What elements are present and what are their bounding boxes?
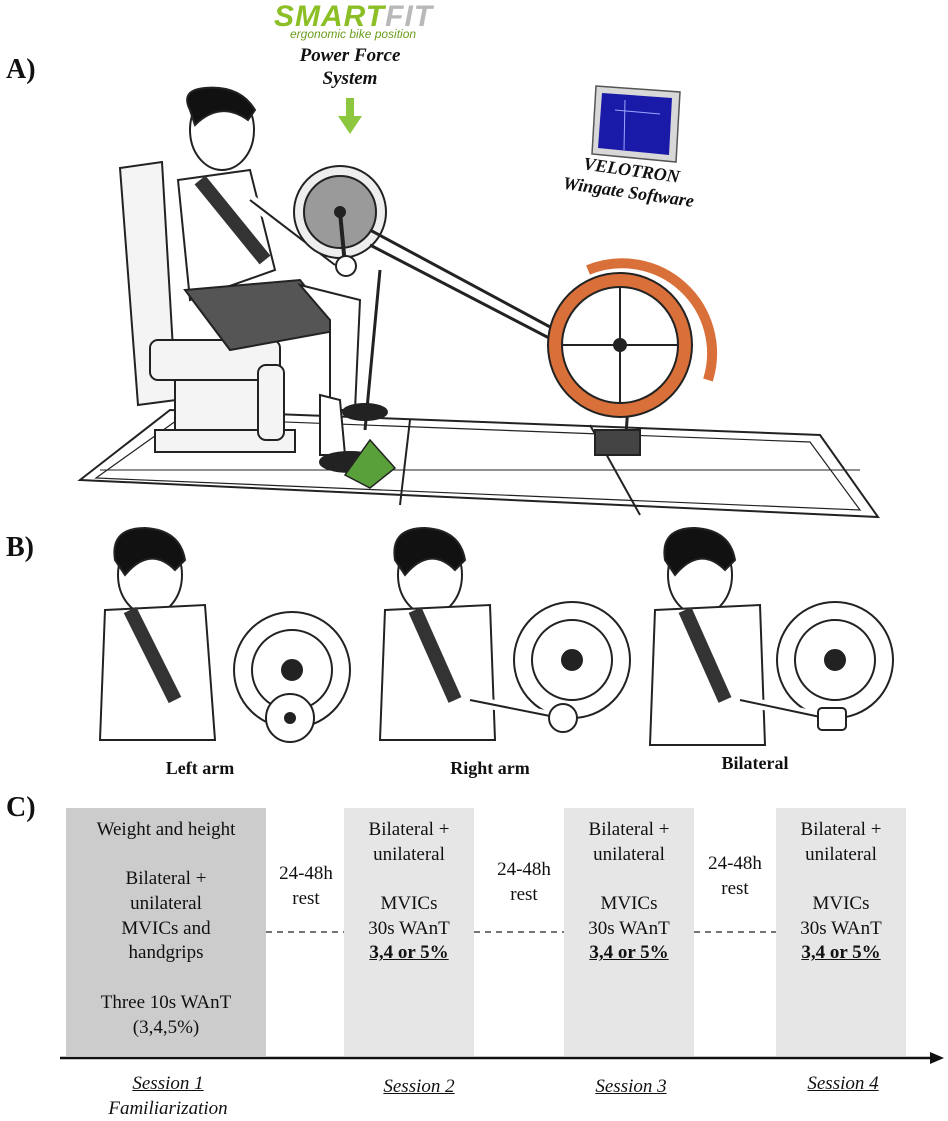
session-4-box: Bilateral + unilateral MVICs 30s WAnT 3,… (776, 808, 906, 1056)
session-4-label: Session 4 (807, 1073, 879, 1094)
foot-pedal (343, 438, 397, 489)
caption-right-arm: Right arm (450, 758, 530, 778)
session-1-sublabel: Familiarization (108, 1098, 228, 1119)
rest-label-2: 24-48h rest (497, 859, 551, 905)
down-arrow-icon (338, 98, 362, 134)
panel-b-label: B) (6, 532, 34, 563)
bilateral-figure (648, 526, 894, 746)
rest-label-1: 24-48h rest (279, 863, 333, 909)
caption-bilateral: Bilateral (721, 753, 789, 773)
power-force-label: Power Force System (299, 45, 401, 89)
session-3-label: Session 3 (595, 1076, 667, 1097)
smartfit-logo: SMARTFIT (274, 0, 434, 33)
session-1-label: Session 1 (132, 1073, 204, 1094)
caption-left-arm: Left arm (165, 758, 235, 778)
panel-c-label: C) (6, 792, 36, 823)
left-arm-figure (98, 526, 351, 743)
rest-label-3: 24-48h rest (708, 853, 762, 899)
session-3-box: Bilateral + unilateral MVICs 30s WAnT 3,… (564, 808, 694, 1056)
panel-a-label: A) (6, 54, 36, 85)
session-2-box: Bilateral + unilateral MVICs 30s WAnT 3,… (344, 808, 474, 1056)
monitor-icon (591, 85, 681, 163)
timeline-arrowhead-icon (930, 1052, 944, 1064)
session-2-label: Session 2 (383, 1076, 455, 1097)
session-1-box: Weight and height Bilateral + unilateral… (66, 808, 266, 1056)
smartfit-tagline: ergonomic bike position (290, 27, 417, 41)
right-arm-figure (378, 526, 631, 741)
